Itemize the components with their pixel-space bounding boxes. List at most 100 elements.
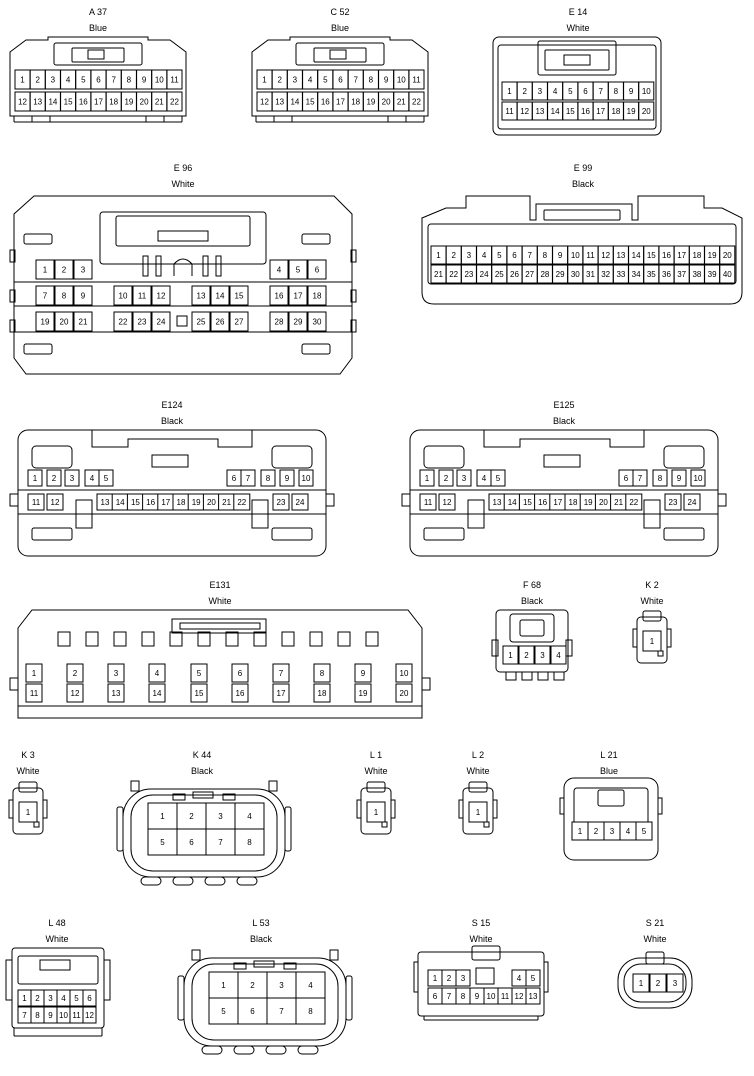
- terminal-number: 22: [119, 317, 128, 326]
- housing-outline: [427, 223, 737, 285]
- cavity-box: [719, 245, 736, 265]
- terminal-number: 22: [629, 498, 638, 507]
- terminal-number: 8: [461, 992, 466, 1001]
- terminal-number: 9: [629, 87, 634, 96]
- connector-color-label: Blue: [599, 766, 618, 776]
- terminal-number: 9: [677, 474, 682, 483]
- terminal-cavity: 17: [592, 101, 609, 121]
- terminal-cavity: 13: [488, 493, 506, 511]
- terminal-cavity: 4: [295, 971, 326, 999]
- connector-k2: 1: [632, 610, 672, 664]
- terminal-number: 29: [294, 317, 303, 326]
- terminal-cavity: 37: [673, 264, 690, 284]
- terminal-cavity: 4: [56, 989, 71, 1007]
- terminal-number: 11: [30, 689, 39, 698]
- terminal-number: 6: [232, 474, 237, 483]
- cavity-box: [313, 683, 331, 703]
- terminal-number: 1: [578, 827, 583, 836]
- terminal-cavity: 4: [547, 81, 564, 101]
- housing-outline: [356, 799, 362, 819]
- terminal-number: 14: [116, 498, 125, 507]
- housing-outline: [350, 289, 357, 303]
- terminal-cavity: 16: [75, 91, 92, 112]
- terminal-cavity: 16: [269, 285, 289, 306]
- terminal-cavity: 10: [393, 69, 410, 90]
- housing-outline: [53, 42, 143, 66]
- terminal-number: 9: [81, 291, 86, 300]
- cavity-box: [307, 311, 327, 332]
- terminal-number: 24: [480, 270, 489, 279]
- housing-outline: [42, 799, 48, 819]
- terminal-number: 6: [338, 75, 343, 84]
- terminal-number: 16: [321, 97, 330, 106]
- cavity-box: [313, 663, 331, 683]
- terminal-cavity: 9: [671, 469, 687, 487]
- terminal-number: 15: [566, 107, 575, 116]
- housing-outline: [543, 454, 581, 468]
- cavity-box: [191, 311, 211, 332]
- terminal-number: 6: [583, 87, 588, 96]
- terminal-number: 32: [601, 270, 610, 279]
- terminal-number: 20: [140, 97, 149, 106]
- cavity-box: [107, 663, 125, 683]
- terminal-cavity: 26: [210, 311, 230, 332]
- terminal-cavity: 7: [272, 663, 290, 683]
- housing-outline: [413, 961, 419, 993]
- terminal-cavity: 23: [132, 311, 152, 332]
- terminal-cavity: 7: [521, 245, 538, 265]
- terminal-cavity: 2: [176, 802, 207, 830]
- terminal-cavity: 5: [635, 821, 653, 841]
- terminal-cavity: 25: [191, 311, 211, 332]
- terminal-number: 26: [510, 270, 519, 279]
- terminal-number: 14: [216, 291, 225, 300]
- terminal-number: 5: [197, 669, 202, 678]
- terminal-cavity: 15: [562, 101, 579, 121]
- terminal-cavity: 4: [511, 969, 527, 987]
- housing-outline: [130, 780, 140, 792]
- terminal-cavity: 3: [73, 259, 93, 280]
- housing-outline: [366, 781, 386, 793]
- terminal-cavity: 33: [612, 264, 629, 284]
- terminal-number: 1: [33, 474, 38, 483]
- housing-inner: [191, 963, 339, 1041]
- terminal-cavity: 1: [27, 469, 43, 487]
- housing-outline: [421, 195, 743, 305]
- terminal-cavity: 10: [690, 469, 706, 487]
- terminal-cavity: 2: [441, 969, 457, 987]
- connector-color-label: Blue: [88, 23, 107, 33]
- housing-outline: [313, 47, 367, 63]
- terminal-number: 22: [237, 498, 246, 507]
- housing-outline: [18, 781, 38, 793]
- housing-outline: [204, 876, 226, 886]
- terminal-cavity: 1: [256, 69, 273, 90]
- terminal-cavity: 2: [649, 973, 667, 993]
- cavity-box: [666, 973, 684, 993]
- terminal-number: 20: [60, 317, 69, 326]
- terminal-cavity: 4: [619, 821, 637, 841]
- terminal-number: 19: [41, 317, 50, 326]
- terminal-number: 21: [155, 97, 164, 106]
- housing-outline: [116, 806, 124, 852]
- terminal-cavity: 11: [408, 69, 425, 90]
- cavity-box: [151, 285, 171, 306]
- cavity-box: [151, 311, 171, 332]
- terminal-cavity: 4: [550, 645, 567, 665]
- housing-outline: [559, 797, 565, 815]
- terminal-number: 10: [400, 669, 409, 678]
- terminal-cavity: 8: [234, 828, 265, 856]
- terminal-number: 33: [616, 270, 625, 279]
- housing-outline: [141, 631, 155, 647]
- terminal-cavity: 18: [347, 91, 364, 112]
- terminal-cavity: 8: [362, 69, 379, 90]
- terminal-cavity: 11: [69, 1006, 84, 1024]
- terminal-number: 3: [467, 251, 472, 260]
- terminal-number: 9: [361, 669, 366, 678]
- terminal-cavity: 3: [266, 971, 297, 999]
- terminal-number: 18: [177, 498, 186, 507]
- terminal-cavity: 19: [35, 311, 55, 332]
- terminal-cavity: 1: [18, 801, 38, 823]
- terminal-cavity: 21: [430, 264, 447, 284]
- cavity-box: [288, 311, 308, 332]
